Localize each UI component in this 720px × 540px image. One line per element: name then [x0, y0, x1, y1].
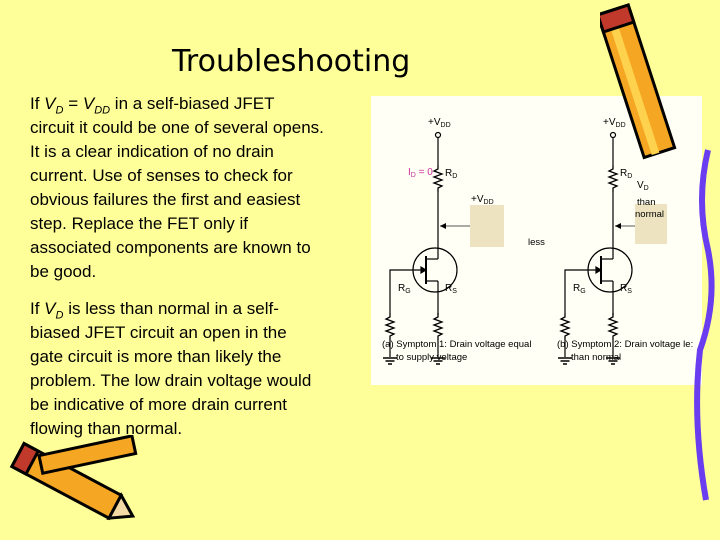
rs-label-a: RS — [445, 283, 457, 295]
rs-label-b: RS — [620, 283, 632, 295]
id-zero-label: ID = 0 — [408, 167, 433, 179]
callout-vd: VD — [637, 180, 649, 192]
stray-text: less — [528, 237, 545, 248]
paragraph-low-drain: If VD is less than normal in a self- bia… — [30, 299, 312, 438]
callout-than: than — [637, 197, 656, 208]
circuit-b — [558, 133, 667, 365]
rg-label-b: RG — [573, 283, 586, 295]
supply-label-a: +VDD — [428, 117, 451, 129]
circuit-a — [383, 133, 504, 365]
rg-label-a: RG — [398, 283, 411, 295]
paragraph-open-circuit: If VD = VDD in a self-biased JFET circui… — [30, 94, 324, 281]
supply-label-b: +VDD — [603, 117, 626, 129]
callout-vdd: +VDD — [471, 194, 494, 206]
callout-normal: normal — [635, 209, 664, 220]
pencil-decoration-icon — [9, 435, 138, 521]
rd-label-b: RD — [620, 168, 632, 180]
rd-label-a: RD — [445, 168, 457, 180]
pencil-decoration-icon — [600, 3, 715, 501]
slide-title: Troubleshooting — [172, 44, 411, 79]
caption-b: (b) Symptom 2: Drain voltage le: — [557, 339, 693, 350]
caption-b-line2: than normal — [571, 352, 621, 363]
caption-a: (a) Symptom 1: Drain voltage equal — [382, 339, 531, 350]
caption-a-line2: to supply voltage — [396, 352, 467, 363]
